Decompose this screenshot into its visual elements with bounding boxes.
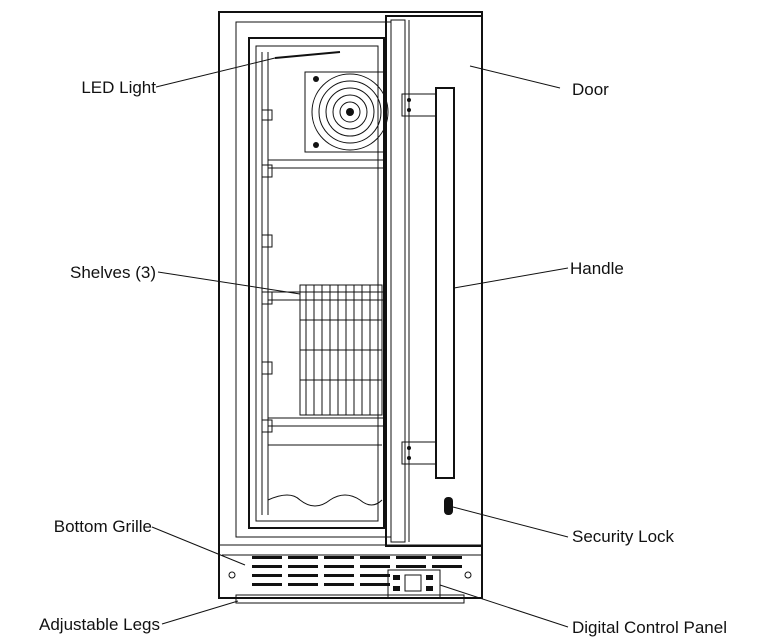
wire-rack bbox=[299, 284, 383, 416]
interior-frame bbox=[235, 21, 392, 538]
lock-icon bbox=[444, 497, 453, 515]
leader-handle bbox=[453, 267, 569, 289]
door bbox=[385, 15, 483, 547]
callout-labels: LED Light Shelves (3) Bottom Grille Adju… bbox=[39, 78, 727, 637]
label-adjustable-legs: Adjustable Legs bbox=[39, 615, 160, 634]
fan-icon bbox=[304, 71, 389, 153]
leader-shelves bbox=[157, 271, 301, 295]
leader-bottom-grille bbox=[151, 526, 246, 566]
digital-control-panel bbox=[387, 569, 441, 599]
leader-lines bbox=[151, 57, 569, 628]
label-shelves: Shelves (3) bbox=[70, 263, 156, 282]
leader-adjustable-legs bbox=[161, 600, 239, 625]
leader-door bbox=[469, 65, 561, 89]
label-bottom-grille: Bottom Grille bbox=[54, 517, 152, 536]
label-digital-control-panel: Digital Control Panel bbox=[572, 618, 727, 637]
handle bbox=[401, 87, 455, 479]
label-door: Door bbox=[572, 80, 609, 99]
bottom-grille bbox=[228, 556, 472, 586]
leader-led-light bbox=[155, 57, 276, 88]
label-handle: Handle bbox=[570, 259, 624, 278]
shelves bbox=[267, 159, 387, 427]
cabinet-body bbox=[218, 11, 483, 604]
label-led-light: LED Light bbox=[81, 78, 156, 97]
label-security-lock: Security Lock bbox=[572, 527, 675, 546]
leader-digital-control-panel bbox=[439, 584, 569, 628]
leader-security-lock bbox=[452, 506, 569, 538]
led-light-strip bbox=[274, 51, 341, 59]
